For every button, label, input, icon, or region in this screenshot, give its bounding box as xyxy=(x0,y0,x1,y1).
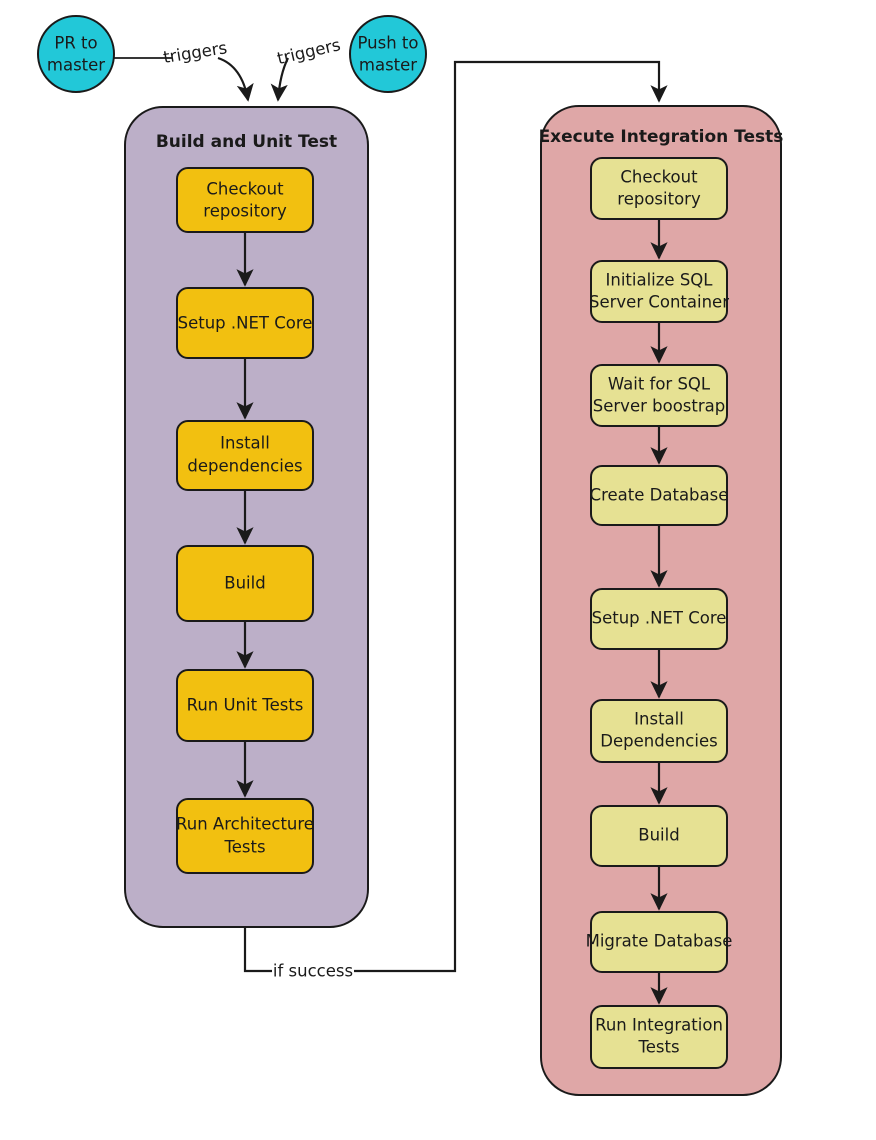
node-build-integration[interactable]: Build xyxy=(590,805,728,867)
node-i7-line1: Build xyxy=(638,826,679,845)
node-b6-line2: Tests xyxy=(223,838,265,857)
node-i5-line1: Setup .NET Core xyxy=(592,609,727,628)
node-i3-line1: Wait for SQL xyxy=(608,375,711,394)
trigger-pr-line1: PR to xyxy=(54,34,97,53)
node-i1-line2: repository xyxy=(617,190,701,209)
container-build-title: Build and Unit Test xyxy=(156,132,337,152)
node-create-database[interactable]: Create Database xyxy=(590,465,729,526)
edge-push-trigger-arrow xyxy=(270,57,289,102)
node-b6-box xyxy=(176,798,314,874)
trigger-push-line1: Push to xyxy=(358,34,419,53)
trigger-push-line2: master xyxy=(359,56,417,75)
node-i2-line2: Server Container xyxy=(589,293,729,312)
node-i4-line1: Create Database xyxy=(590,486,729,505)
node-run-unit-tests-build[interactable]: Run Unit Tests xyxy=(176,669,314,742)
node-i2-line1: Initialize SQL xyxy=(606,271,714,290)
edge-if-success-label-backdrop xyxy=(272,958,354,984)
node-b3-line2: dependencies xyxy=(187,457,302,476)
node-setup-dotnet-core-build[interactable]: Setup .NET Core xyxy=(176,287,314,359)
node-i9-box xyxy=(590,1005,728,1069)
node-b3-box xyxy=(176,420,314,491)
node-checkout-repository-build[interactable]: Checkout repository xyxy=(176,167,314,233)
node-i8-line1: Migrate Database xyxy=(586,932,733,951)
node-b1-line1: Checkout xyxy=(206,180,284,199)
trigger-pr-to-master[interactable]: PR to master xyxy=(37,15,115,93)
node-b1-box xyxy=(176,167,314,233)
node-install-dependencies-integration[interactable]: Install Dependencies xyxy=(590,699,728,763)
node-i9-line2: Tests xyxy=(637,1038,679,1057)
node-run-architecture-tests-build[interactable]: Run Architecture Tests xyxy=(176,798,314,874)
node-b3-line1: Install xyxy=(220,434,270,453)
node-build-build[interactable]: Build xyxy=(176,545,314,622)
trigger-pr-line2: master xyxy=(47,56,105,75)
node-i6-line1: Install xyxy=(634,710,684,729)
node-i1-line1: Checkout xyxy=(620,168,698,187)
trigger-push-circle xyxy=(349,15,427,93)
node-migrate-database[interactable]: Migrate Database xyxy=(586,911,733,973)
node-b2-line1: Setup .NET Core xyxy=(178,314,313,333)
trigger-pr-circle xyxy=(37,15,115,93)
node-b5-line1: Run Unit Tests xyxy=(187,696,304,715)
node-setup-dotnet-core-integration[interactable]: Setup .NET Core xyxy=(590,588,728,650)
node-b4-line1: Build xyxy=(224,574,265,593)
node-i3-line2: Server boostrap xyxy=(593,397,725,416)
edge-if-success-label: if success xyxy=(273,962,353,981)
container-integration-title: Execute Integration Tests xyxy=(539,127,784,147)
node-run-integration-tests[interactable]: Run Integration Tests xyxy=(590,1005,728,1069)
node-initialize-sql-server-container[interactable]: Initialize SQL Server Container xyxy=(589,260,729,323)
node-b1-line2: repository xyxy=(203,202,287,221)
edge-pr-trigger-label: triggers xyxy=(162,38,229,67)
node-install-dependencies-build[interactable]: Install dependencies xyxy=(176,420,314,491)
edge-pr-trigger-arrow xyxy=(217,56,254,102)
trigger-push-to-master[interactable]: Push to master xyxy=(349,15,427,93)
node-i6-line2: Dependencies xyxy=(600,732,717,751)
node-wait-for-sql-server-bootstrap[interactable]: Wait for SQL Server boostrap xyxy=(590,364,728,427)
edge-push-trigger-label: triggers xyxy=(275,35,342,68)
node-checkout-repository-integration[interactable]: Checkout repository xyxy=(590,157,728,220)
edge-if-success-path xyxy=(243,60,668,973)
node-i9-line1: Run Integration xyxy=(595,1016,723,1035)
node-b6-line1: Run Architecture xyxy=(176,815,314,834)
